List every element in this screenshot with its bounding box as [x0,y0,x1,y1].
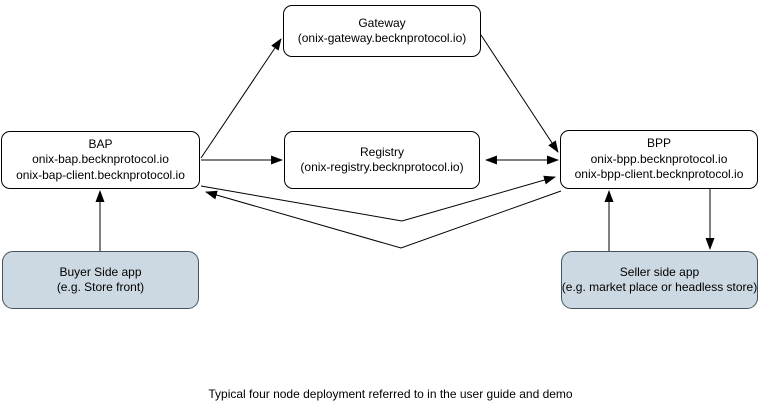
node-registry: Registry (onix-registry.becknprotocol.io… [284,131,480,189]
node-gateway: Gateway (onix-gateway.becknprotocol.io) [283,5,481,57]
edge-gateway-to-bpp [480,34,559,153]
node-bpp-title: BPP [646,136,671,151]
node-bpp-url: onix-bpp.becknprotocol.io [590,151,728,166]
node-buyer-subtitle: (e.g. Store front) [56,280,145,294]
node-registry-title: Registry [359,144,404,159]
node-bpp-client-url: onix-bpp-client.becknprotocol.io [574,167,744,182]
node-seller-title: Seller side app [619,264,700,279]
node-gateway-subtitle: (onix-gateway.becknprotocol.io) [297,31,467,45]
node-bap-title: BAP [88,136,113,151]
edge-bpp-to-bap [205,190,562,249]
node-bap-url: onix-bap.becknprotocol.io [32,152,169,167]
node-seller-subtitle: (e.g. market place or headless store) [561,280,758,294]
diagram-caption: Typical four node deployment referred to… [208,387,573,401]
node-bap: BAP onix-bap.becknprotocol.io onix-bap-c… [1,131,200,189]
node-registry-subtitle: (onix-registry.becknprotocol.io) [300,160,464,174]
node-buyer-title: Buyer Side app [59,264,142,279]
edge-bap-to-gateway [200,38,282,159]
node-buyer-side-app: Buyer Side app (e.g. Store front) [2,251,199,309]
node-seller-side-app: Seller side app (e.g. market place or he… [561,251,758,309]
node-gateway-title: Gateway [358,15,406,30]
node-bpp: BPP onix-bpp.becknprotocol.io onix-bpp-c… [560,130,758,189]
node-bap-client-url: onix-bap-client.becknprotocol.io [16,167,185,182]
